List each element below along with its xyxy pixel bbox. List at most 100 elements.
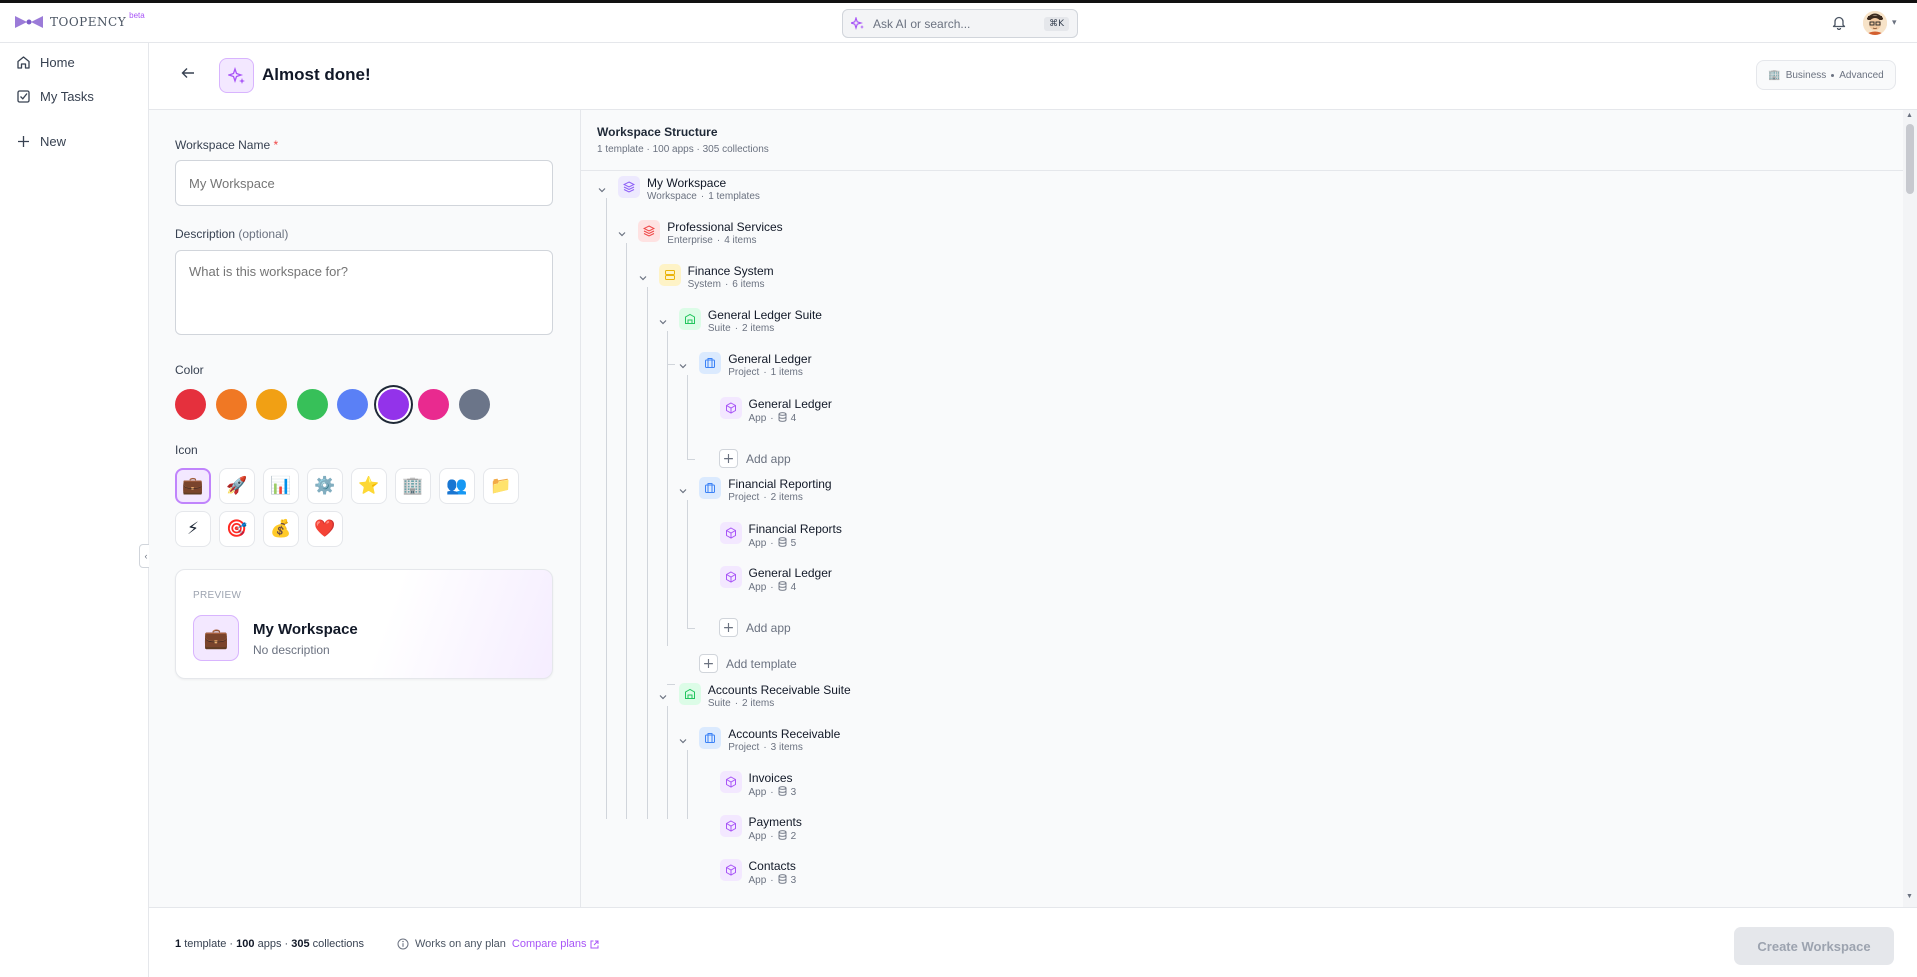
icon-option-gear[interactable]: ⚙️ — [307, 468, 343, 504]
workspace-name-label: Workspace Name * — [175, 138, 278, 152]
meta-separator: · — [734, 698, 739, 709]
color-swatch[interactable] — [256, 389, 287, 420]
scroll-thumb[interactable] — [1906, 124, 1914, 194]
project-icon — [699, 477, 722, 499]
icon-option-briefcase[interactable]: 💼 — [175, 468, 211, 504]
back-arrow-icon[interactable] — [181, 67, 195, 79]
app-icon — [719, 397, 742, 419]
icon-option-star[interactable]: ⭐ — [351, 468, 387, 504]
star-icon: ⭐ — [358, 476, 380, 496]
color-swatch[interactable] — [215, 389, 247, 420]
gear-icon: ⚙️ — [314, 476, 336, 496]
scroll-up-icon[interactable]: ▲ — [1906, 112, 1913, 119]
icon-option-rocket[interactable]: 🚀 — [219, 468, 255, 504]
chevron-down-icon[interactable] — [678, 358, 688, 369]
node-name: Invoices — [748, 771, 793, 785]
app-logo[interactable]: TOOPENCY beta — [14, 10, 145, 30]
chevron-down-icon[interactable] — [597, 182, 607, 193]
separator-dot — [1831, 73, 1835, 77]
workspace-name-input[interactable] — [175, 160, 553, 206]
chevron-down-icon[interactable] — [678, 733, 688, 744]
icon-option-people[interactable]: 👥 — [439, 468, 475, 504]
chevron-down-icon[interactable] — [678, 483, 688, 494]
icon-option-lightning[interactable]: ⚡ — [175, 511, 211, 547]
external-link-icon — [590, 940, 598, 948]
color-swatch[interactable] — [458, 389, 490, 420]
color-swatch[interactable] — [418, 389, 449, 420]
project-icon — [699, 727, 722, 749]
tree-connector — [626, 243, 627, 819]
icon-option-folder[interactable]: 📁 — [483, 468, 519, 504]
scrollbar[interactable]: ▲ ▼ — [1903, 110, 1917, 907]
sidebar-item-label: Home — [40, 55, 75, 70]
chevron-down-icon[interactable]: ▾ — [1892, 17, 1897, 27]
sidebar-item-home[interactable]: Home — [16, 55, 75, 70]
sparkle-icon — [851, 16, 864, 30]
icon-option-target[interactable]: 🎯 — [219, 511, 255, 547]
tree-connector — [687, 628, 695, 629]
chevron-down-icon[interactable] — [658, 314, 668, 325]
description-input[interactable] — [175, 250, 553, 335]
bell-icon[interactable] — [1832, 15, 1846, 30]
node-name: General Ledger — [748, 397, 832, 411]
tree-connector — [687, 500, 688, 628]
tree-connector — [667, 331, 668, 646]
workspace-structure-panel: Workspace Structure 1 template · 100 app… — [581, 110, 1917, 907]
sidebar-item-new[interactable]: New — [16, 134, 66, 149]
search-input[interactable]: Ask AI or search... — [873, 16, 971, 31]
node-type: Project — [728, 742, 760, 753]
icon-option-heart[interactable]: ❤️ — [307, 511, 343, 547]
tree-connector — [667, 706, 668, 819]
icon-option-building[interactable]: 🏢 — [395, 468, 431, 504]
chevron-down-icon[interactable] — [617, 226, 627, 237]
add-template-button[interactable]: +Add template — [699, 654, 797, 673]
scroll-down-icon[interactable]: ▼ — [1906, 893, 1913, 900]
color-swatch[interactable] — [377, 389, 409, 420]
create-workspace-button[interactable]: Create Workspace — [1734, 927, 1894, 965]
server-icon — [658, 264, 681, 286]
node-count: 5 — [790, 538, 797, 549]
compare-plans-link[interactable]: Compare plans — [512, 938, 599, 950]
chevron-down-icon[interactable] — [638, 270, 648, 281]
app-icon — [719, 522, 742, 544]
search-shortcut: ⌘K — [1044, 16, 1069, 31]
chevron-down-icon[interactable] — [658, 689, 668, 700]
add-app-button[interactable]: +Add app — [719, 618, 791, 637]
page-title: Almost done! — [262, 65, 371, 84]
avatar-face-icon — [1863, 11, 1887, 35]
node-count: 3 — [790, 787, 797, 798]
node-count: 4 — [790, 413, 797, 424]
color-swatch[interactable] — [175, 389, 206, 420]
avatar[interactable] — [1863, 11, 1887, 35]
node-count: 4 items — [724, 235, 757, 246]
node-meta: Project · 1 items — [728, 367, 803, 378]
node-name: Professional Services — [667, 220, 783, 234]
lightning-icon: ⚡ — [187, 519, 199, 539]
beta-badge: beta — [129, 10, 145, 20]
color-swatch[interactable] — [296, 389, 328, 420]
global-search[interactable]: Ask AI or search... ⌘K — [842, 9, 1078, 38]
color-swatch[interactable] — [337, 389, 368, 420]
node-type: Project — [728, 492, 760, 503]
plan-badge: 🏢 Business Advanced — [1756, 60, 1896, 90]
node-name: Contacts — [748, 859, 796, 873]
node-name: Financial Reporting — [728, 477, 832, 491]
add-app-button[interactable]: +Add app — [719, 449, 791, 468]
icon-option-chart[interactable]: 📊 — [263, 468, 299, 504]
icon-option-money-bag[interactable]: 💰 — [263, 511, 299, 547]
sidebar-item-my-tasks[interactable]: My Tasks — [16, 89, 94, 104]
